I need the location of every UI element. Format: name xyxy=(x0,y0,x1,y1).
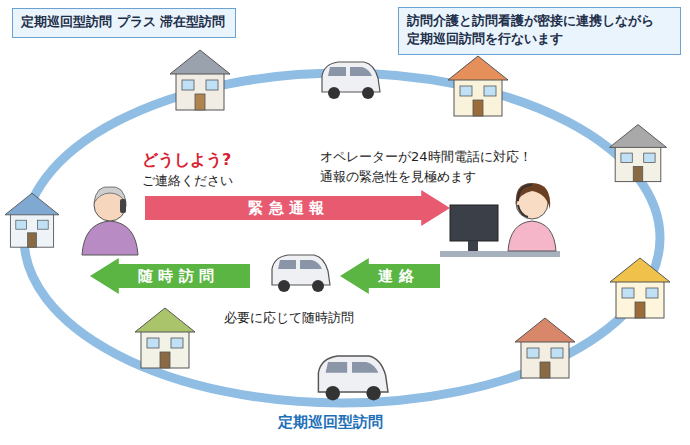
house-wall xyxy=(454,78,502,116)
note-box: 定期巡回型訪問 プラス 滞在型訪問 xyxy=(12,8,236,38)
arrow-text-holder: 連絡 xyxy=(357,258,440,294)
note-text: ご連絡ください xyxy=(140,172,235,190)
ring-caption: 定期巡回型訪問 xyxy=(276,413,385,432)
note-text: オペレーターが24時間電話に対応！ xyxy=(318,148,534,166)
block-arrow: 随時訪問 xyxy=(90,258,250,294)
house-roof xyxy=(610,258,670,282)
house-roof xyxy=(135,308,195,332)
car-icon xyxy=(272,255,330,292)
house-icon xyxy=(170,50,230,110)
car-window xyxy=(350,67,372,76)
house-window xyxy=(644,153,655,163)
car-window xyxy=(300,260,322,269)
car-window xyxy=(278,260,296,269)
arrow-label: 連絡 xyxy=(378,267,419,286)
house-icon xyxy=(448,56,508,116)
operator-hair xyxy=(516,183,550,209)
car-body xyxy=(322,62,380,92)
arrow-label: 随時訪問 xyxy=(138,267,219,286)
house-roof xyxy=(515,318,575,342)
headset xyxy=(518,185,532,217)
house-door xyxy=(28,233,37,247)
house-icon xyxy=(610,125,667,182)
house-door xyxy=(633,166,643,181)
house-window xyxy=(460,86,472,96)
house-wall xyxy=(176,72,224,110)
note-text: 通報の緊急性を見極めます xyxy=(318,168,478,186)
car-wheel xyxy=(326,386,340,400)
house-roof xyxy=(610,125,667,148)
house-window xyxy=(551,348,563,358)
house-window xyxy=(182,80,194,90)
car-window xyxy=(326,362,348,373)
car-icon xyxy=(318,356,388,400)
arrow-text-holder: 随時訪問 xyxy=(107,258,250,294)
car-window xyxy=(352,362,378,373)
house-roof xyxy=(448,56,508,80)
note-box: 訪問介護と訪問看護が密接に連携しながら 定期巡回訪問を行ないます xyxy=(398,7,681,55)
arrow-fill xyxy=(90,258,250,294)
house-window xyxy=(206,80,218,90)
car-wheel xyxy=(328,87,340,99)
phone xyxy=(120,199,126,213)
house-wall xyxy=(615,146,661,182)
house-window xyxy=(171,338,183,348)
house-window xyxy=(37,220,48,229)
operator xyxy=(440,183,560,257)
house-roof xyxy=(5,193,59,215)
monitor xyxy=(450,205,498,241)
car-wheel xyxy=(278,280,290,292)
house-icon xyxy=(610,258,670,318)
house-door xyxy=(195,94,205,110)
house-icon xyxy=(135,308,195,368)
car-window xyxy=(328,67,346,76)
house-door xyxy=(635,302,645,318)
house-wall xyxy=(616,280,664,318)
arrow-text-holder: 緊急通報 xyxy=(145,190,433,226)
house-window xyxy=(646,288,658,298)
house-icon xyxy=(5,193,59,247)
person-body xyxy=(82,221,138,255)
house-window xyxy=(622,288,634,298)
box-text: 訪問介護と訪問看護が密接に連携しながら 定期巡回訪問を行ないます xyxy=(407,12,671,48)
car-body xyxy=(318,356,388,392)
house-door xyxy=(160,352,170,368)
house-window xyxy=(484,86,496,96)
desk xyxy=(440,251,560,257)
elderly-person xyxy=(82,187,138,255)
house-icon xyxy=(515,318,575,378)
arrow-label: 緊急通報 xyxy=(248,199,329,218)
exclamation: どうしよう? xyxy=(140,150,233,171)
car-body xyxy=(272,255,330,285)
monitor-stand xyxy=(468,241,478,251)
arrow-fill xyxy=(340,258,440,294)
arrow-fill xyxy=(145,190,450,226)
block-arrow: 連絡 xyxy=(340,258,440,294)
car-wheel xyxy=(312,280,324,292)
house-roof xyxy=(170,50,230,74)
house-wall xyxy=(10,213,53,247)
house-window xyxy=(147,338,159,348)
route-ring xyxy=(24,73,660,403)
car-wheel xyxy=(366,386,380,400)
car-icon xyxy=(322,62,380,99)
block-arrow: 緊急通報 xyxy=(145,190,450,226)
house-wall xyxy=(521,340,569,378)
house-door xyxy=(473,100,483,116)
house-window xyxy=(16,220,27,229)
operator-body xyxy=(508,221,556,251)
house-window xyxy=(621,153,632,163)
note-text: 必要に応じて随時訪問 xyxy=(222,309,356,327)
house-window xyxy=(527,348,539,358)
box-text: 定期巡回型訪問 プラス 滞在型訪問 xyxy=(21,13,227,31)
house-wall xyxy=(141,330,189,368)
car-wheel xyxy=(362,87,374,99)
house-door xyxy=(540,362,550,378)
